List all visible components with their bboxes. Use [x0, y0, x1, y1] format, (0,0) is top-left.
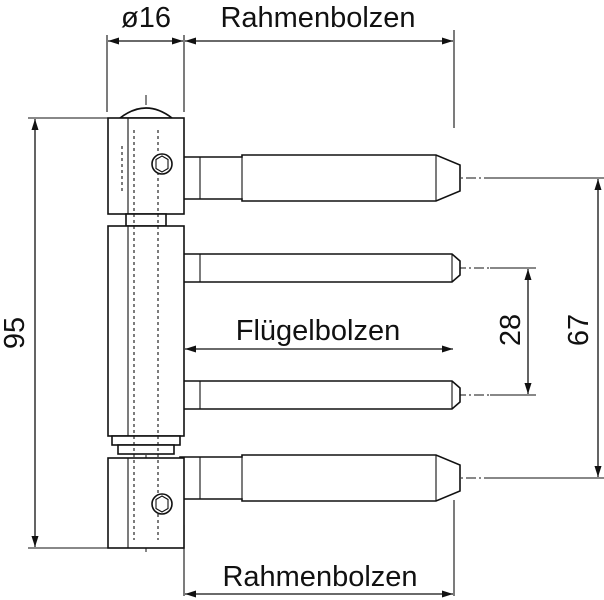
- diameter-label: ø16: [121, 2, 171, 34]
- frame-pin-bottom-label: Rahmenbolzen: [222, 561, 417, 593]
- pin-spacing-inner-label: 28: [495, 314, 527, 346]
- leaf-pin-label: Flügelbolzen: [236, 315, 400, 347]
- pin-spacing-outer-label: 67: [563, 314, 595, 346]
- hinge-body: [107, 107, 185, 549]
- frame-pin-top-label: Rahmenbolzen: [220, 2, 415, 34]
- middle-knuckle: [107, 225, 185, 437]
- leaf-pin-lower: [156, 380, 461, 410]
- extension-lines: [28, 30, 604, 596]
- leaf-pin-upper: [156, 253, 461, 283]
- total-height-label: 95: [0, 317, 31, 349]
- frame-pin-top: [179, 154, 461, 202]
- dimension-lines: [31, 37, 602, 598]
- top-bushing: [125, 213, 167, 227]
- frame-pin-bottom: [179, 454, 461, 502]
- bottom-ring-lower: [117, 444, 175, 455]
- screw-bottom: [151, 493, 173, 515]
- bottom-ring-upper: [111, 435, 181, 446]
- hidden-bore-lines: [121, 130, 159, 540]
- screw-top: [151, 153, 173, 175]
- top-cap: [117, 107, 175, 119]
